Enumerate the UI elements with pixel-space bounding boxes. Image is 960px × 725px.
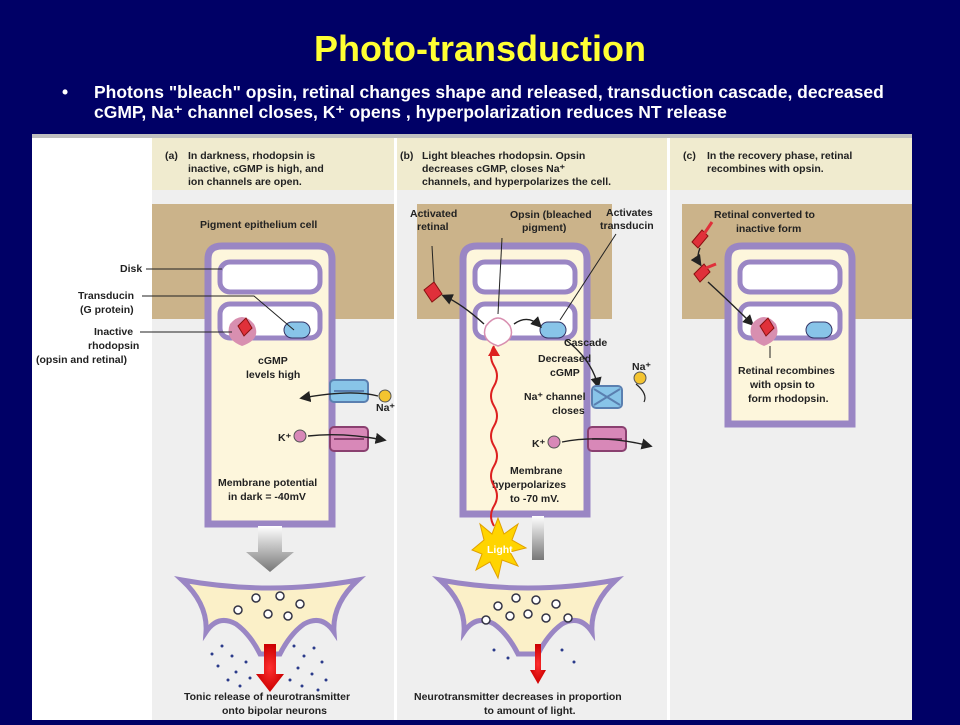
activates-label-1: Activates <box>606 207 653 219</box>
recombines-label-1: Retinal recombines <box>738 365 835 377</box>
panel-a-header-line-3: ion channels are open. <box>188 176 302 188</box>
retinal-inactive <box>237 317 253 337</box>
panel-c-header-bg <box>670 138 912 190</box>
k-label: K⁺ <box>278 432 292 444</box>
na-ion-icon <box>378 389 392 403</box>
panel-c-letter: (c) <box>683 150 696 162</box>
na-ion-b-icon <box>633 371 647 385</box>
bleached-opsin <box>483 317 513 347</box>
retinal-recombined <box>759 317 775 337</box>
panel-b-letter: (b) <box>400 150 413 162</box>
bullet-line-1: Photons "bleach" opsin, retinal changes … <box>94 82 884 102</box>
left-labels: Disk Transducin (G protein) Inactive rho… <box>36 263 295 366</box>
inactive-label-2: rhodopsin <box>88 340 139 352</box>
disk-c-1 <box>737 259 843 295</box>
panel-a: (a) In darkness, rhodopsin is inactive, … <box>152 138 395 720</box>
hyperpolarizes-2: hyperpolarizes <box>492 479 566 491</box>
k-ion-b-icon <box>547 435 561 449</box>
panel-a-letter: (a) <box>165 150 178 162</box>
bullet-marker: • <box>62 82 69 102</box>
cgmp-label-1: cGMP <box>258 355 288 367</box>
down-arrow-a <box>246 526 294 572</box>
vesicles-b <box>481 593 573 625</box>
light-wave <box>490 345 498 527</box>
released-nt-b <box>492 648 576 664</box>
k-ion-icon <box>293 429 307 443</box>
activated-retinal-1: Activated <box>410 208 457 220</box>
cgmp-label-2: levels high <box>246 369 300 381</box>
top-border <box>32 134 912 138</box>
disk-1 <box>217 259 323 295</box>
na-label-b: Na⁺ <box>632 361 651 373</box>
activated-retinal-icon <box>423 281 443 303</box>
membrane-potential-1: Membrane potential <box>218 477 317 489</box>
transducin-label-1: Transducin <box>78 290 134 302</box>
down-arrow-b <box>532 516 544 560</box>
activates-label-2: transducin <box>600 220 654 232</box>
recombines-label-2: with opsin to <box>749 379 815 391</box>
light-label: Light <box>487 544 513 556</box>
hyperpolarizes-1: Membrane <box>510 465 563 477</box>
pigment-epithelium-label: Pigment epithelium cell <box>200 219 317 231</box>
panel-c-header-line-2: recombines with opsin. <box>707 163 824 175</box>
recombines-label-3: form rhodopsin. <box>748 393 829 405</box>
channel-closes-1: Na⁺ channel <box>524 391 586 403</box>
disk-b-1 <box>472 259 578 295</box>
channel-closes-2: closes <box>552 405 585 417</box>
slide-title: Photo-transduction <box>314 28 646 69</box>
bullet-line-2: cGMP, Na⁺ channel closes, K⁺ opens , hyp… <box>94 102 727 122</box>
phototransduction-figure: (a) In darkness, rhodopsin is inactive, … <box>32 134 912 720</box>
na-label: Na⁺ <box>376 402 395 414</box>
activated-transducin <box>539 321 567 339</box>
panel-b-header-line-2: decreases cGMP, closes Na⁺ <box>422 163 566 175</box>
release-arrow-b <box>530 644 546 684</box>
converted-label-1: Retinal converted to <box>714 209 815 221</box>
panel-c-header-line-1: In the recovery phase, retinal <box>707 150 852 162</box>
panel-a-header-bg <box>152 138 394 190</box>
vesicles-a <box>233 591 305 621</box>
converted-label-2: inactive form <box>736 223 801 235</box>
panel-b-header-line-3: channels, and hyperpolarizes the cell. <box>422 176 611 188</box>
panel-a-header-line-1: In darkness, rhodopsin is <box>188 150 315 162</box>
panel-a-caption-2: onto bipolar neurons <box>222 705 327 717</box>
decreased-cgmp-2: cGMP <box>550 367 580 379</box>
activated-retinal-2: retinal <box>417 221 449 233</box>
cascade-label: Cascade <box>564 337 607 349</box>
released-nt-a <box>210 644 328 692</box>
panel-b: (b) Light bleaches rhodopsin. Opsin decr… <box>397 138 667 720</box>
panel-a-caption-1: Tonic release of neurotransmitter <box>184 691 350 703</box>
panel-a-header-line-2: inactive, cGMP is high, and <box>188 163 324 175</box>
light-burst <box>471 516 528 580</box>
retinal-form-2 <box>693 263 711 283</box>
panel-b-caption-1: Neurotransmitter decreases in proportion <box>414 691 622 703</box>
membrane-potential-2: in dark = -40mV <box>228 491 306 503</box>
transducin-c <box>805 321 833 339</box>
panel-b-header-bg <box>397 138 667 190</box>
disk-label: Disk <box>120 263 142 275</box>
inactive-label-3: (opsin and retinal) <box>36 354 127 366</box>
panel-b-header-line-1: Light bleaches rhodopsin. Opsin <box>422 150 585 162</box>
decreased-cgmp-1: Decreased <box>538 353 591 365</box>
inactive-label-1: Inactive <box>94 326 133 338</box>
retinal-form-1 <box>691 229 709 249</box>
transducin <box>283 321 311 339</box>
figure-svg: (a) In darkness, rhodopsin is inactive, … <box>32 134 912 720</box>
release-arrow-a <box>256 644 284 692</box>
panel-c: (c) In the recovery phase, retinal recom… <box>670 138 912 720</box>
opsin-label-2: pigment) <box>522 222 566 234</box>
hyperpolarizes-3: to -70 mV. <box>510 493 559 505</box>
k-label-b: K⁺ <box>532 438 546 450</box>
panel-b-caption-2: to amount of light. <box>484 705 576 717</box>
opsin-label-1: Opsin (bleached <box>510 209 592 221</box>
transducin-label-2: (G protein) <box>80 304 134 316</box>
